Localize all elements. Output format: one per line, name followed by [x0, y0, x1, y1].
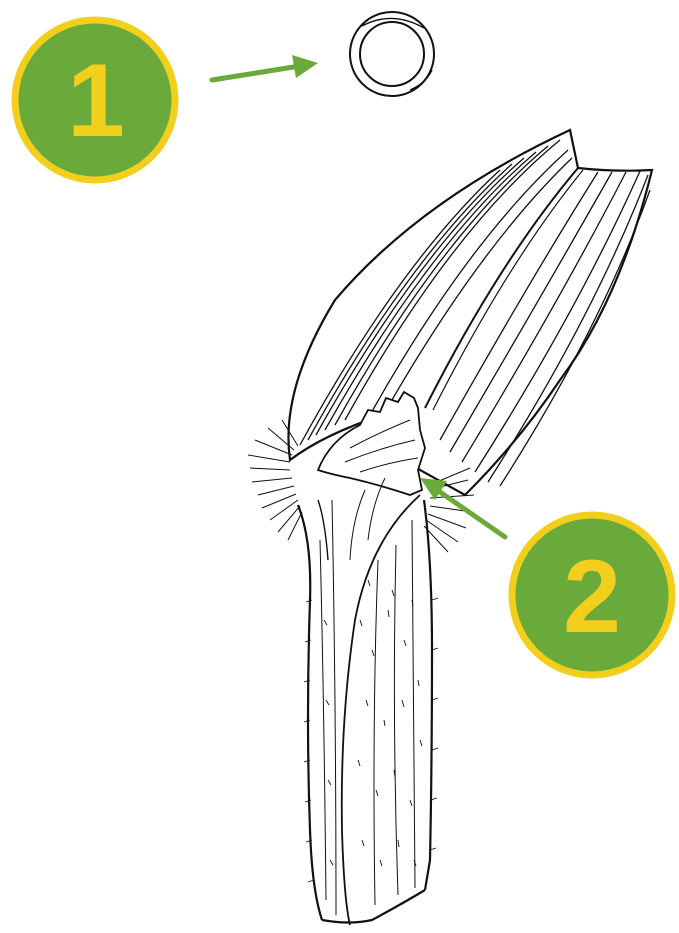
callout-2: 2	[512, 515, 672, 675]
callout-1-number: 1	[67, 43, 125, 159]
callout-2-arrow	[420, 478, 505, 537]
callout-1-arrow	[212, 55, 318, 80]
callout-2-number: 2	[563, 539, 621, 655]
ligule	[318, 392, 425, 495]
sheath-veins	[320, 478, 415, 915]
stem-cross-section	[350, 12, 434, 96]
collar-hairs-left	[248, 420, 302, 540]
callout-1: 1	[15, 20, 175, 180]
